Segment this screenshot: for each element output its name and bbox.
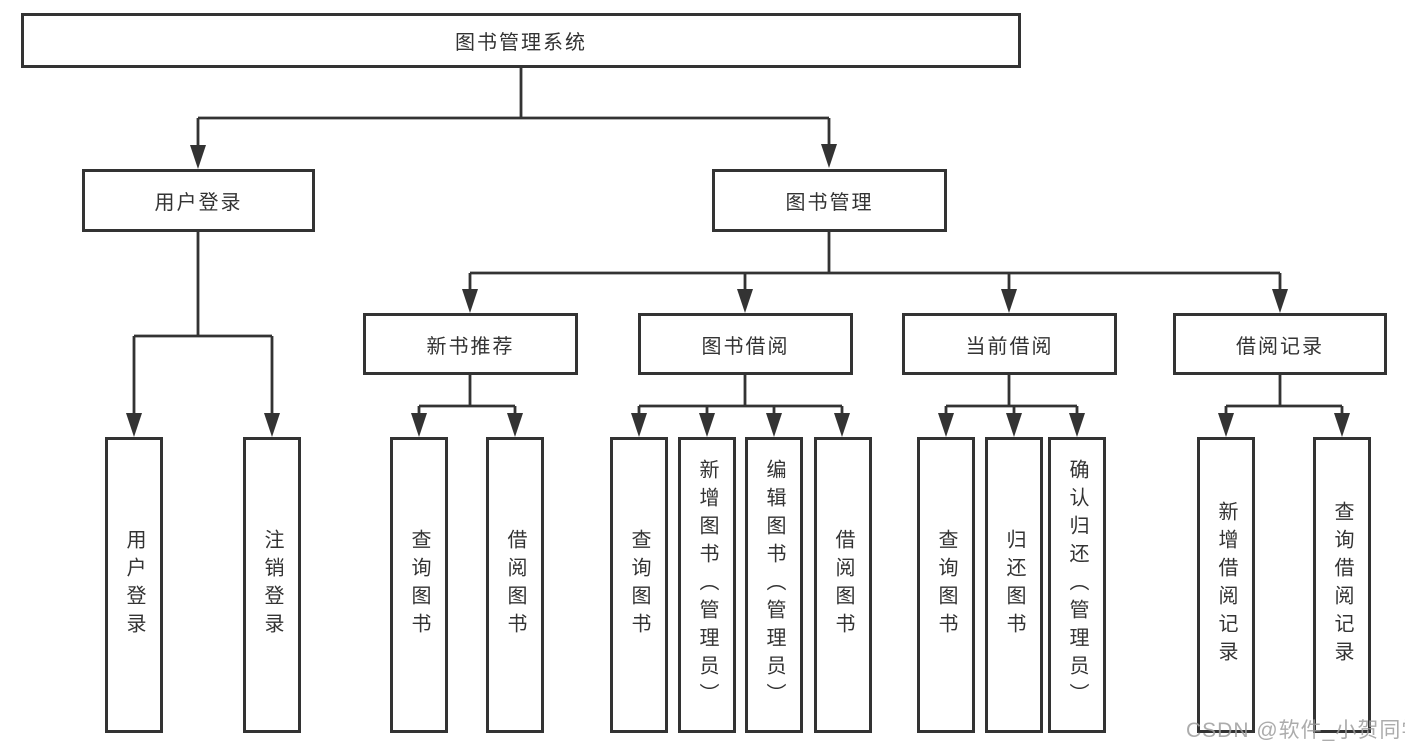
arrowhead-down-icon — [462, 289, 1288, 313]
leaf-confirm-return-admin: 确认归还（管理员） — [1048, 437, 1106, 733]
connector-line — [944, 375, 1079, 419]
node-current-borrow: 当前借阅 — [902, 313, 1117, 375]
leaf-borrow-book: 借阅图书 — [814, 437, 872, 733]
connector-user-login-children — [126, 232, 280, 437]
connector-line — [132, 232, 274, 419]
connector-root-to-level2 — [190, 68, 837, 169]
arrowhead-down-icon — [938, 413, 1085, 437]
node-book-management: 图书管理 — [712, 169, 947, 232]
leaf-add-book-admin: 新增图书（管理员） — [678, 437, 736, 733]
connector-new-book-children — [411, 375, 523, 437]
connector-line — [196, 68, 831, 149]
connector-current-borrow-children — [938, 375, 1085, 437]
node-borrow-record: 借阅记录 — [1173, 313, 1387, 375]
leaf-query-book-recommend: 查询图书 — [390, 437, 448, 733]
node-root: 图书管理系统 — [21, 13, 1021, 68]
leaf-borrow-book-recommend: 借阅图书 — [486, 437, 544, 733]
connector-borrow-record-children — [1218, 375, 1350, 437]
leaf-query-book-current: 查询图书 — [917, 437, 975, 733]
leaf-query-borrow-record: 查询借阅记录 — [1313, 437, 1371, 733]
leaf-query-book-borrow: 查询图书 — [610, 437, 668, 733]
connector-line — [1224, 375, 1344, 419]
leaf-edit-book-admin: 编辑图书（管理员） — [745, 437, 803, 733]
leaf-logout-login: 注销登录 — [243, 437, 301, 733]
watermark: CSDN @软件_小贺同学 — [1186, 719, 1405, 742]
arrowhead-down-icon — [1218, 413, 1350, 437]
arrowhead-down-icon — [190, 144, 837, 169]
connector-book-mgmt-children — [462, 232, 1288, 313]
leaf-add-borrow-record: 新增借阅记录 — [1197, 437, 1255, 733]
connector-book-borrow-children — [631, 375, 850, 437]
node-new-book-recommend: 新书推荐 — [363, 313, 578, 375]
node-book-borrow: 图书借阅 — [638, 313, 853, 375]
arrowhead-down-icon — [126, 413, 280, 437]
leaf-return-book: 归还图书 — [985, 437, 1043, 733]
node-user-login: 用户登录 — [82, 169, 315, 232]
arrowhead-down-icon — [411, 413, 523, 437]
arrowhead-down-icon — [631, 413, 850, 437]
connector-line — [417, 375, 517, 419]
connector-line — [637, 375, 844, 419]
leaf-user-login: 用户登录 — [105, 437, 163, 733]
connector-line — [468, 232, 1282, 295]
